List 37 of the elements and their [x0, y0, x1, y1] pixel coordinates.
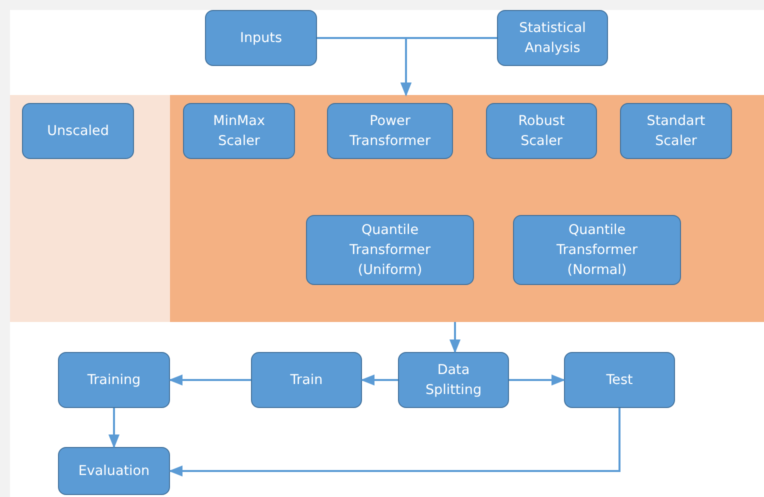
process-box	[327, 103, 453, 159]
box-label: Train	[290, 370, 323, 390]
process-box	[497, 10, 608, 66]
arrow	[108, 408, 120, 448]
box-label: Standart Scaler	[646, 112, 706, 151]
arrow	[509, 374, 566, 386]
box-label: Robust Scaler	[517, 112, 566, 151]
arrow	[360, 374, 398, 386]
box-label: Inputs	[240, 28, 282, 48]
process-box	[564, 352, 675, 408]
process-box	[486, 103, 597, 159]
box-label: MinMax Scaler	[212, 112, 266, 151]
process-box	[620, 103, 732, 159]
process-box	[22, 103, 134, 159]
process-box	[183, 103, 295, 159]
box-label: Power Transformer	[348, 112, 432, 151]
process-box	[306, 215, 474, 285]
box-label: Quantile Transformer (Uniform)	[348, 220, 432, 280]
process-box	[251, 352, 362, 408]
arrow	[168, 374, 251, 386]
box-label: Statistical Analysis	[518, 18, 587, 58]
box-label: Test	[606, 370, 633, 390]
process-box	[398, 352, 509, 408]
box-label: Data Splitting	[424, 360, 483, 400]
group-band	[10, 95, 170, 322]
box-label: Quantile Transformer (Normal)	[555, 220, 638, 280]
box-label: Training	[87, 370, 141, 390]
arrow	[400, 37, 497, 96]
process-box	[513, 215, 681, 285]
group-band	[170, 95, 764, 322]
process-box	[58, 352, 170, 408]
process-box	[205, 10, 317, 66]
box-label: Unscaled	[47, 122, 109, 141]
process-box	[58, 447, 170, 495]
arrow	[449, 322, 461, 354]
arrow	[168, 408, 620, 477]
box-label: Evaluation	[78, 462, 150, 481]
